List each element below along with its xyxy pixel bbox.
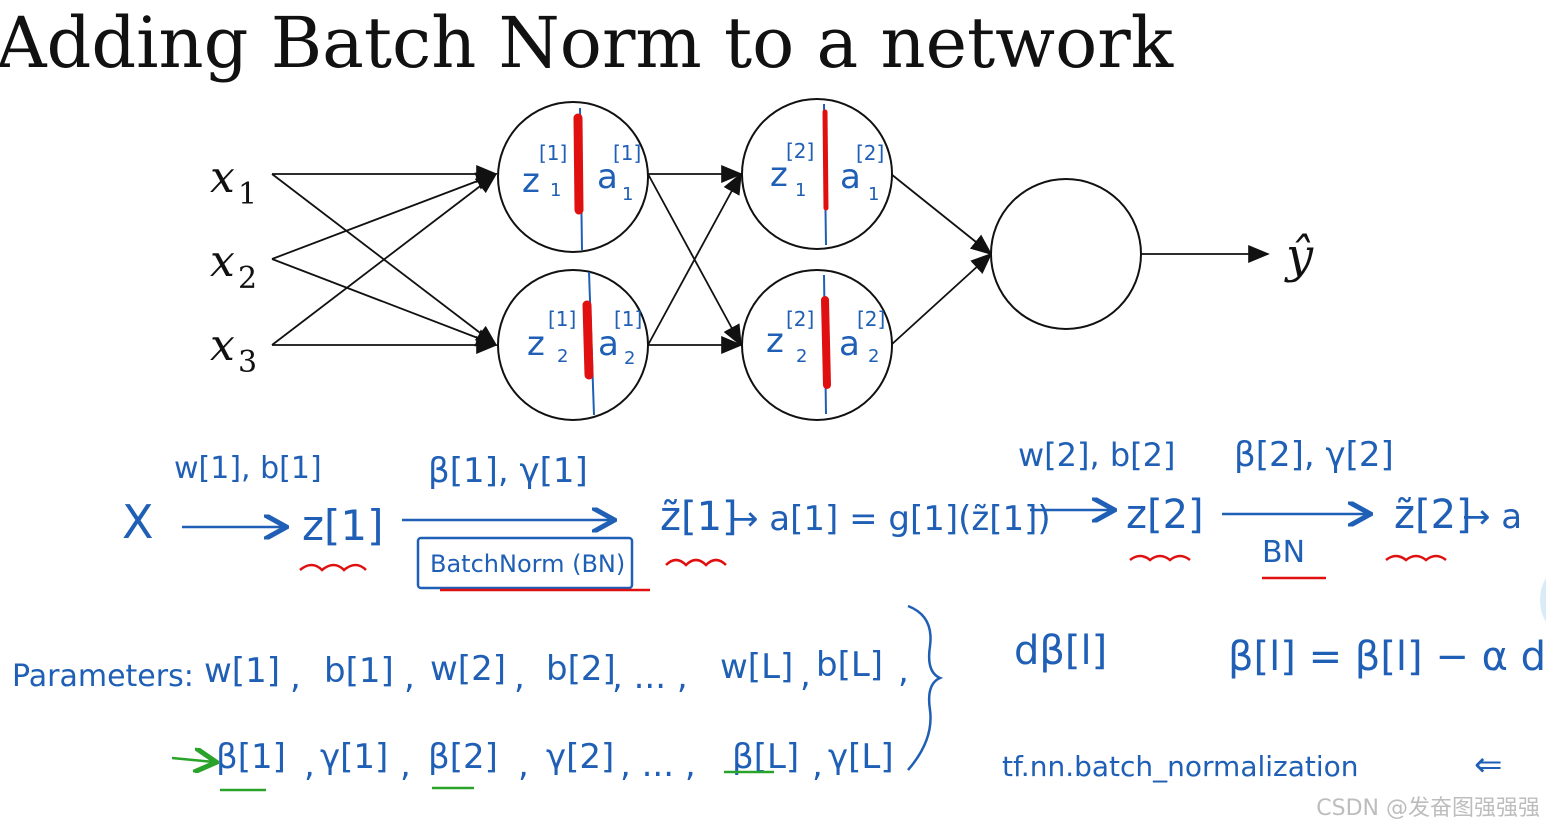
svg-text:a: a	[839, 324, 860, 364]
param-beta2: β[2]	[428, 737, 498, 777]
flow-z1: z[1]	[302, 501, 384, 550]
svg-text:,: ,	[400, 745, 411, 785]
node-layer2-unit1: z [2] 1 a [2] 1	[741, 98, 893, 250]
svg-text:[2]: [2]	[786, 307, 814, 331]
svg-text:a: a	[598, 324, 619, 364]
param-betaL: β[L]	[732, 737, 799, 777]
edges-input-layer1	[271, 165, 498, 354]
svg-text:z: z	[770, 155, 788, 195]
param-b2: b[2]	[546, 649, 616, 689]
svg-text:1: 1	[622, 184, 633, 205]
watermark: CSDN @发奋图强强强	[1316, 796, 1540, 821]
svg-text:,: ,	[290, 657, 301, 697]
flow-z2: z[2]	[1126, 492, 1204, 538]
edges-layer1-layer2	[647, 165, 743, 354]
dbeta-label: dβ[l]	[1014, 628, 1107, 674]
svg-text:x: x	[210, 236, 235, 287]
svg-text:[1]: [1]	[539, 141, 567, 165]
input-x3: x 3	[210, 320, 257, 380]
batchnorm-box-label: BatchNorm (BN)	[430, 550, 625, 578]
svg-text:2: 2	[868, 346, 879, 367]
beta-update-rule: β[l] = β[l] − α dβ[l]	[1228, 634, 1546, 680]
node-layer1-unit2: z [1] 2 a [1] 2	[497, 269, 649, 421]
param-gamma2: γ[2]	[546, 737, 614, 777]
edges-layer2-output	[890, 173, 1270, 346]
svg-text:[1]: [1]	[614, 307, 642, 331]
flow-ztilde1: z̃[1]	[660, 494, 738, 540]
svg-text:,: ,	[404, 657, 415, 697]
svg-text:,: ,	[898, 651, 909, 691]
svg-text:,: ,	[800, 655, 811, 695]
tf-batch-normalization: tf.nn.batch_normalization	[1002, 750, 1359, 783]
svg-text:z: z	[522, 161, 540, 201]
svg-text:2: 2	[238, 261, 257, 296]
tf-arrow: ⇐	[1474, 745, 1503, 785]
node-layer2-unit2: z [2] 2 a [2] 2	[741, 269, 893, 421]
flow-ztilde2: z̃[2]	[1394, 492, 1472, 538]
slide-title: Adding Batch Norm to a network	[0, 2, 1174, 84]
svg-text:[2]: [2]	[786, 139, 814, 163]
flow-wb2: w[2], b[2]	[1018, 436, 1175, 474]
update-section: dβ[l] β[l] = β[l] − α dβ[l] tf.nn.batch_…	[1002, 628, 1546, 785]
flow-wb1: w[1], b[1]	[174, 451, 322, 486]
flow-beta-gamma2: β[2], γ[2]	[1234, 435, 1394, 475]
svg-text:x: x	[210, 152, 235, 203]
svg-text:,: ,	[812, 745, 823, 785]
flow-arrow-a: → a	[1462, 497, 1522, 537]
param-b1: b[1]	[324, 651, 394, 691]
svg-text:,: ,	[518, 745, 529, 785]
svg-text:2: 2	[624, 348, 635, 369]
output-yhat: ŷ	[1284, 228, 1314, 284]
svg-text:[2]: [2]	[856, 141, 884, 165]
svg-text:, ... ,: , ... ,	[620, 745, 696, 785]
node-output	[990, 178, 1142, 330]
flow-a1-expression: → a[1] = g[1](z̃[1])	[730, 499, 1051, 539]
parameters-label: Parameters:	[12, 659, 194, 694]
svg-text:, ... ,: , ... ,	[612, 657, 688, 697]
node-layer1-unit1: z [1] 1 a [1] 1	[497, 101, 649, 253]
svg-text:z: z	[527, 324, 545, 364]
svg-text:x: x	[210, 320, 235, 371]
svg-text:1: 1	[550, 180, 561, 201]
flow-bn-label: BN	[1262, 535, 1305, 570]
svg-text:z: z	[766, 321, 784, 361]
svg-text:,: ,	[514, 657, 525, 697]
flow-beta-gamma1: β[1], γ[1]	[428, 451, 588, 491]
param-w2: w[2]	[430, 649, 506, 689]
svg-text:[1]: [1]	[548, 307, 576, 331]
input-x2: x 2	[210, 236, 257, 296]
svg-text:3: 3	[238, 345, 257, 380]
svg-text:a: a	[597, 157, 618, 197]
param-gammaL: γ[L]	[828, 737, 894, 777]
input-x1: x 1	[210, 152, 257, 212]
param-wL: w[L]	[720, 647, 793, 687]
svg-text:2: 2	[796, 346, 807, 367]
param-bL: b[L]	[816, 645, 883, 685]
svg-text:1: 1	[795, 180, 806, 201]
svg-text:[2]: [2]	[857, 307, 885, 331]
svg-text:,: ,	[304, 745, 315, 785]
flow-annotations: X w[1], b[1] z[1] β[1], γ[1] BatchNorm (…	[122, 435, 1522, 592]
svg-text:2: 2	[557, 346, 568, 367]
svg-text:a: a	[840, 157, 861, 197]
svg-text:[1]: [1]	[613, 141, 641, 165]
param-beta1: β[1]	[216, 737, 286, 777]
svg-text:1: 1	[238, 177, 257, 212]
flow-x: X	[122, 495, 154, 549]
parameters-section: Parameters: w[1] , b[1] , w[2] , b[2] , …	[12, 604, 944, 792]
param-gamma1: γ[1]	[320, 737, 388, 777]
side-bubble	[1540, 577, 1546, 623]
param-w1: w[1]	[204, 651, 280, 691]
svg-text:1: 1	[868, 184, 879, 205]
